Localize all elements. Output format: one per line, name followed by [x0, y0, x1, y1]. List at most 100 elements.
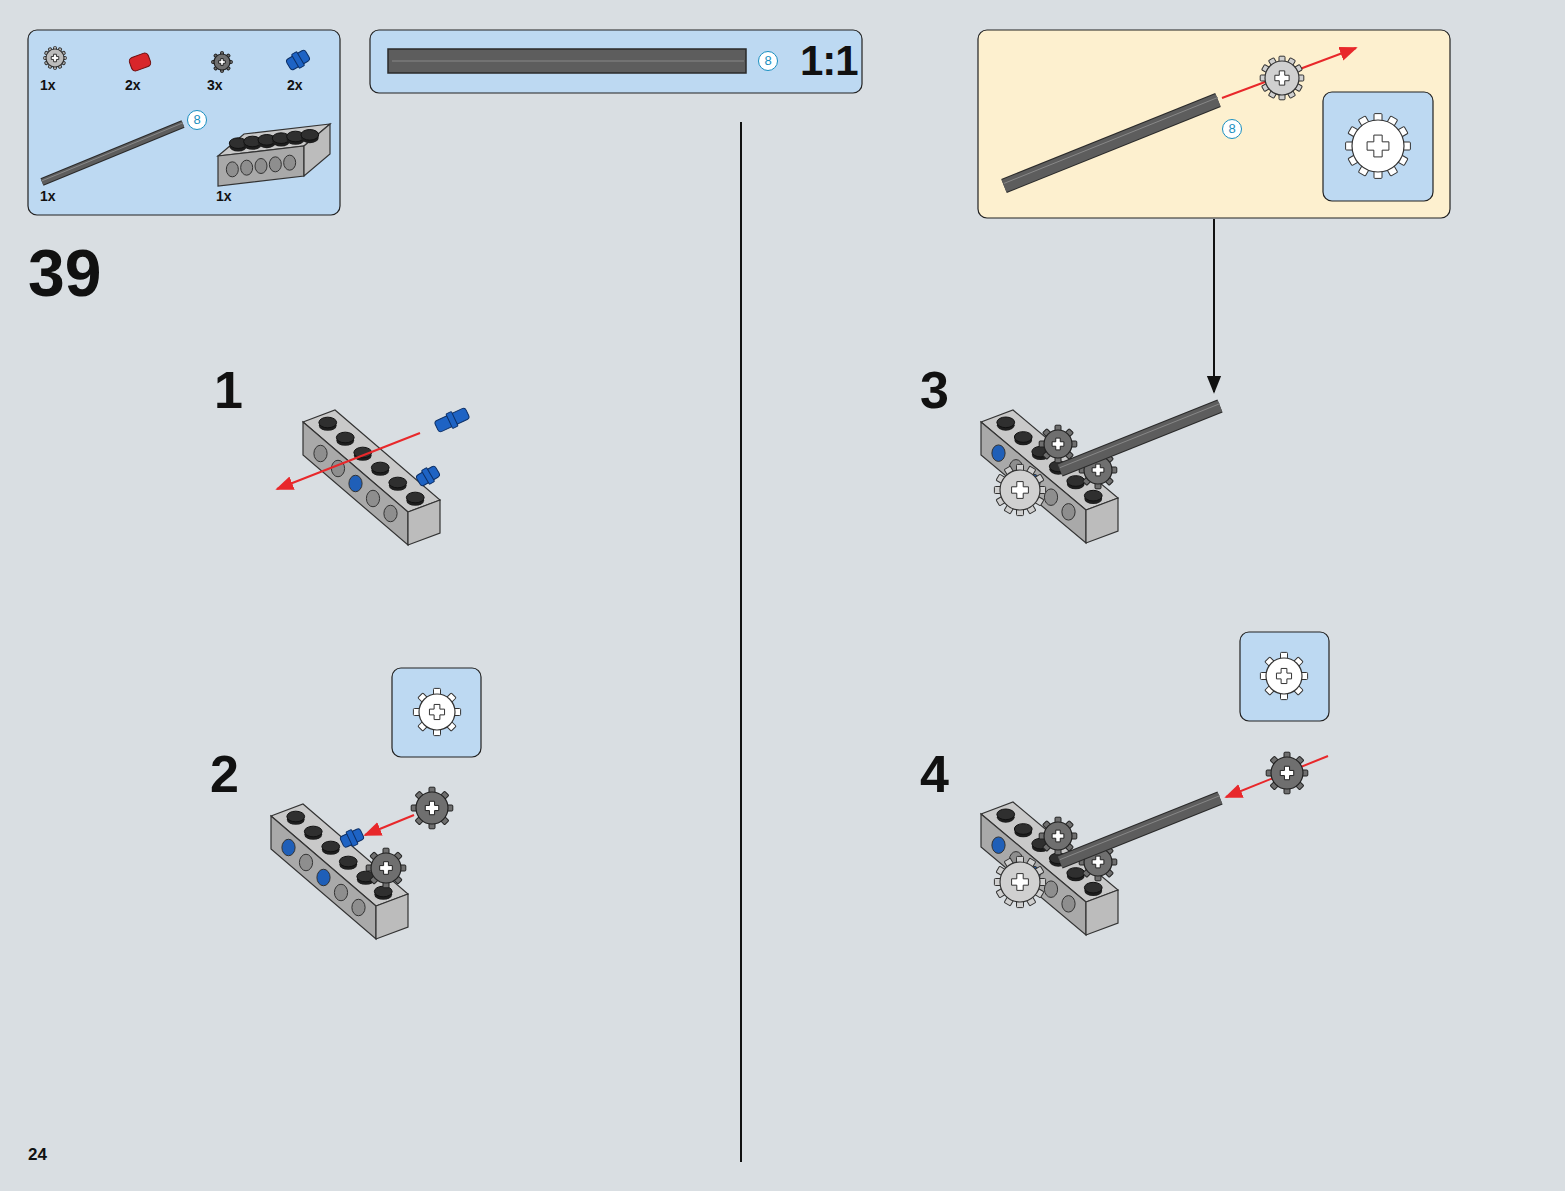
beam-front [981, 422, 1086, 543]
gear [1346, 114, 1411, 179]
gear-body [1352, 120, 1404, 172]
axle-hole [380, 862, 393, 875]
beam-hole [992, 445, 1005, 462]
stud [301, 130, 319, 141]
stud [336, 432, 354, 443]
gear [411, 787, 453, 829]
pin [339, 826, 366, 850]
axle [1004, 100, 1218, 186]
axle-outline [42, 124, 183, 182]
gear-body [1265, 61, 1299, 95]
scale-panel [370, 30, 862, 93]
gear [413, 688, 460, 735]
assembly-arrow [365, 815, 414, 835]
axle-hole [1092, 856, 1104, 868]
axle [1060, 406, 1220, 470]
scale-label: 1:1 [800, 37, 858, 85]
pin-body [339, 828, 364, 848]
axle [1060, 798, 1220, 862]
stud [406, 492, 424, 503]
beam-hole [349, 475, 362, 492]
beam-hole [284, 155, 296, 170]
beam-hole [299, 854, 312, 871]
axle-hole [1012, 874, 1029, 891]
part-count: 2x [287, 77, 303, 93]
beam-hole [992, 837, 1005, 854]
axle-hole [1280, 766, 1293, 779]
part-count: 1x [40, 188, 56, 204]
gear-body [1000, 862, 1040, 902]
beam-end [408, 500, 440, 545]
pin-body [285, 49, 310, 70]
callout-arrow [1213, 219, 1215, 392]
substep-number: 4 [920, 748, 949, 800]
axle-hole [1052, 438, 1064, 450]
beam-front [303, 422, 408, 545]
substep-number: 1 [214, 364, 243, 416]
gear [994, 464, 1045, 515]
assembly-arrow [1222, 48, 1356, 98]
gear-body [214, 54, 230, 70]
stud [1014, 432, 1032, 443]
stud [319, 417, 337, 428]
panels [28, 30, 1450, 757]
axle-groove [1004, 97, 1218, 183]
beam-front [271, 816, 376, 939]
stud [339, 856, 357, 867]
assembly-arrow [1226, 756, 1328, 797]
substep-number: 2 [210, 748, 239, 800]
axle-hole [425, 801, 438, 814]
axle-scale [388, 49, 746, 73]
beam-top [271, 804, 408, 906]
pin-collar [291, 52, 304, 69]
axle-hole [51, 54, 59, 62]
pin [414, 464, 441, 489]
beam-hole [269, 157, 281, 172]
beam-hole [1062, 896, 1075, 913]
parts-panel [28, 30, 340, 215]
stud [1067, 868, 1085, 879]
axle-hole [1275, 71, 1289, 85]
beam-hole [317, 869, 330, 886]
parts-list-box: 1x2x3x2x81x1x [28, 30, 340, 215]
beam-hole [334, 884, 347, 901]
axle-hole [429, 704, 444, 719]
gear-body [1044, 822, 1072, 850]
stud [997, 417, 1015, 428]
stud [997, 809, 1015, 820]
page-number: 24 [28, 1146, 47, 1163]
beam-hole [226, 162, 238, 177]
pin-collar [421, 468, 434, 485]
pin-body [415, 465, 440, 486]
gear [1039, 425, 1077, 463]
axle-outline [1060, 406, 1220, 470]
stud [287, 811, 305, 822]
axle-groove [1060, 796, 1220, 860]
beam-front [981, 814, 1086, 935]
axle-hole [219, 59, 226, 66]
stud [389, 477, 407, 488]
callout-number: 8 [187, 110, 207, 130]
axle-outline [1004, 100, 1218, 186]
callout-number: 8 [1222, 119, 1242, 139]
gear [1260, 652, 1307, 699]
beam-hole [384, 505, 397, 522]
gear [1266, 752, 1308, 794]
axle-groove [392, 61, 744, 62]
pin-collar [446, 411, 458, 428]
beam-hole [1044, 489, 1057, 506]
stud [322, 841, 340, 852]
stud [1084, 882, 1102, 893]
divider-line [740, 122, 742, 1162]
subassembly-panel [978, 30, 1450, 218]
axle-groove [1060, 404, 1220, 468]
beam-hole [241, 160, 253, 175]
gear [44, 47, 67, 70]
gear [366, 848, 406, 888]
gear-body [1044, 430, 1072, 458]
assembly-arrow [277, 433, 420, 489]
gear-icon-box [1323, 92, 1433, 201]
gear [994, 856, 1045, 907]
pin [284, 48, 311, 73]
